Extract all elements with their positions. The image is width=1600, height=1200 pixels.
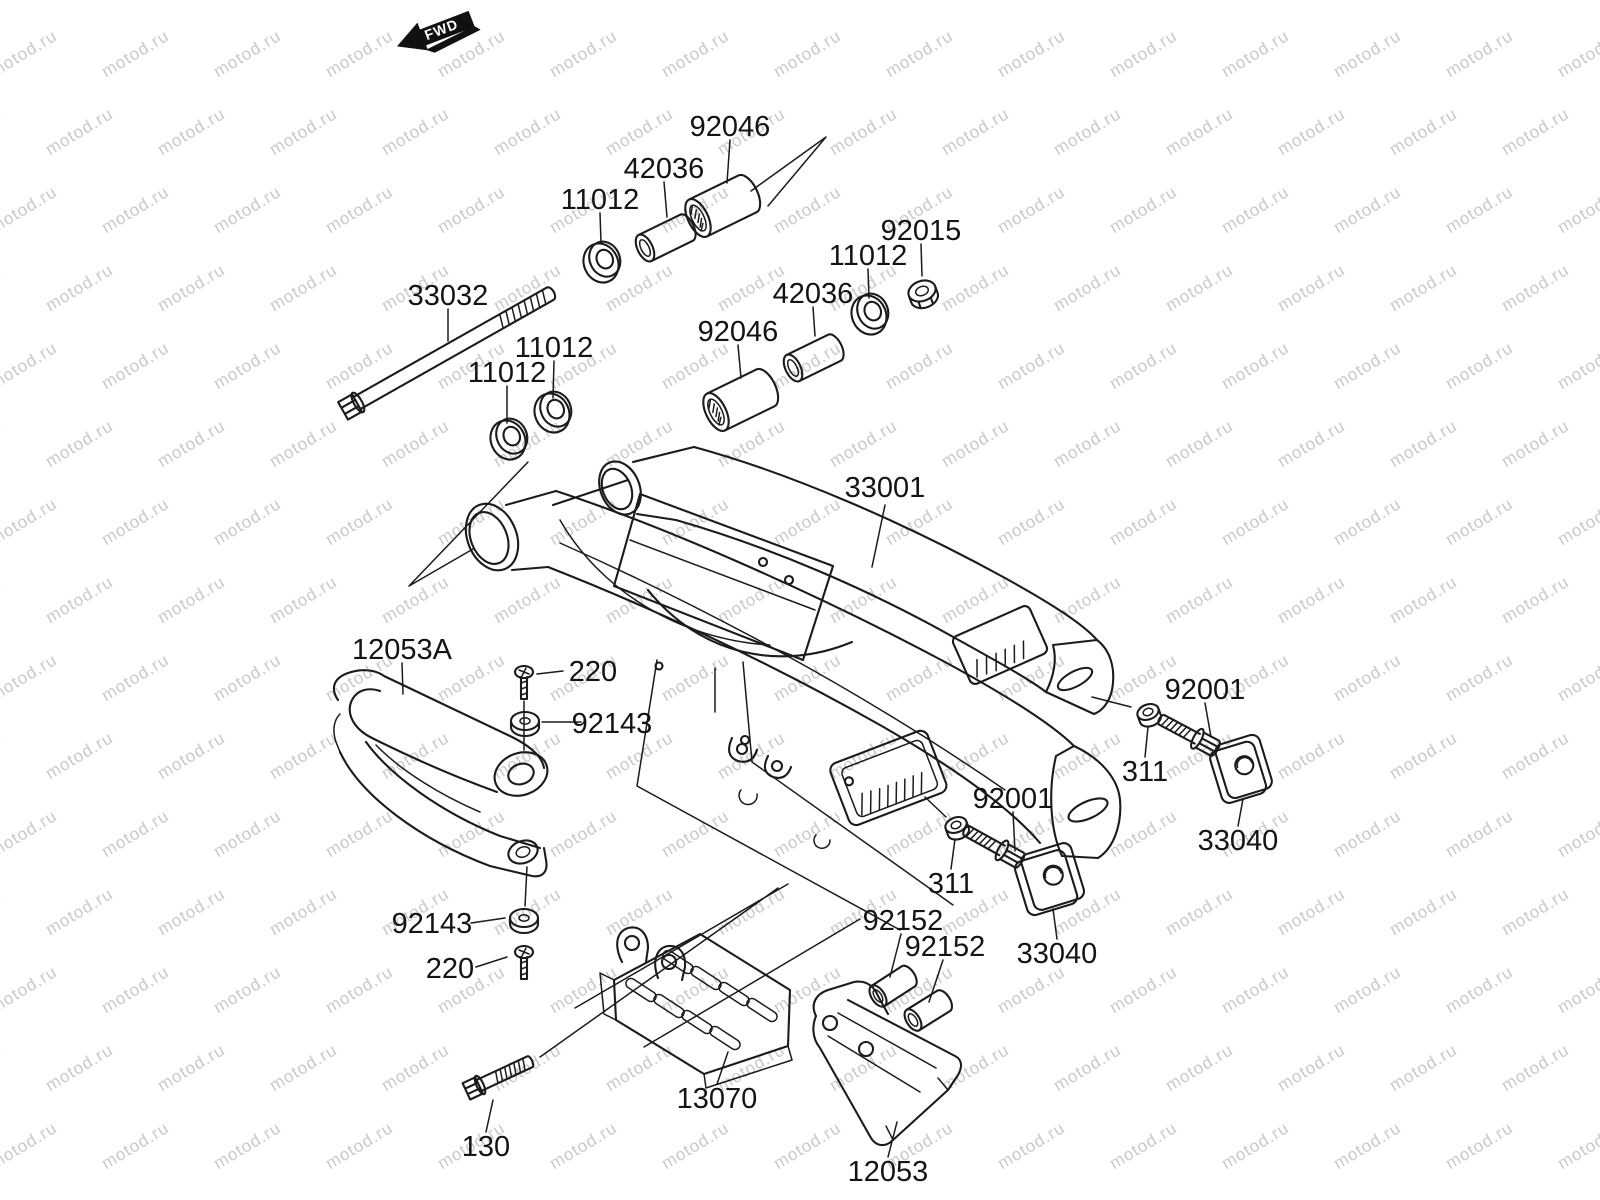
washer-92143-bottom-drawing [508, 907, 540, 935]
part-label-33001: 33001 [845, 472, 926, 504]
part-label-92015: 92015 [881, 215, 962, 247]
swingarm-inner-plate-far [951, 605, 1049, 685]
collar-92152-b-drawing [903, 989, 953, 1032]
part-label-130: 130 [462, 1131, 510, 1163]
nut-92015-drawing [907, 279, 940, 310]
part-label-11012-right: 11012 [829, 240, 908, 272]
part-label-92143-top: 92143 [572, 708, 653, 740]
part-label-92152-a: 92152 [863, 905, 944, 937]
part-label-33040-right: 33040 [1198, 825, 1279, 857]
seal-drawing-right [850, 292, 890, 336]
part-label-33032: 33032 [408, 280, 489, 312]
part-label-220-top: 220 [569, 656, 617, 688]
leader-lines [401, 139, 1244, 1158]
part-label-42036-right: 42036 [773, 278, 854, 310]
block-33040-right-drawing [1209, 733, 1273, 804]
part-label-33040-mid: 33040 [1017, 938, 1098, 970]
bearing-drawing-top [684, 173, 762, 238]
part-label-12053: 12053 [848, 1156, 929, 1188]
part-label-220-bottom: 220 [426, 953, 474, 985]
part-label-92152-b: 92152 [905, 931, 986, 963]
chain-guide-drawing [812, 980, 963, 1147]
collar-92152-a-drawing [868, 964, 918, 1008]
part-label-311-mid: 311 [928, 868, 974, 900]
washer-92143-top-drawing [509, 710, 541, 738]
chain-slider-drawing [332, 669, 549, 878]
part-label-11012-left-b: 11012 [468, 357, 547, 389]
part-label-92001-mid: 92001 [973, 783, 1054, 815]
part-label-92046-top: 92046 [690, 111, 771, 143]
screw-220-bottom-drawing [513, 944, 535, 981]
part-label-11012-left-a: 11012 [515, 332, 594, 364]
fwd-arrow: FWD [397, 10, 481, 53]
bolt-130-drawing [461, 1055, 535, 1101]
bolt-92001-mid-drawing [962, 824, 1026, 869]
collar-drawing-right [782, 333, 845, 383]
nut-311-mid-drawing [944, 815, 971, 841]
swingarm-drawing [464, 445, 1132, 860]
screw-220-top-drawing [513, 664, 535, 701]
part-label-92001-right: 92001 [1165, 674, 1246, 706]
seal-drawing-left-a [533, 390, 573, 434]
collar-drawing-top [634, 213, 697, 263]
bearing-drawing-mid [702, 367, 780, 432]
part-label-92046-mid: 92046 [698, 316, 779, 348]
section-band-lower [574, 883, 861, 1048]
part-label-311-right: 311 [1122, 756, 1168, 788]
section-zigzag [636, 659, 954, 931]
part-label-92143-bottom: 92143 [392, 908, 473, 940]
part-label-11012-top: 11012 [561, 184, 640, 216]
part-label-13070: 13070 [677, 1083, 758, 1115]
block-33040-mid-drawing [1014, 842, 1086, 917]
seal-drawing-top [582, 240, 622, 284]
assembly-arrow-pivot [408, 461, 529, 587]
chain-guard-drawing [599, 926, 793, 1089]
assembly-arrow-top [750, 136, 827, 207]
seal-drawing-left-b [489, 417, 529, 461]
part-label-12053A: 12053A [352, 634, 453, 666]
pivot-shaft-drawing [337, 286, 557, 421]
part-label-42036-top: 42036 [624, 153, 705, 185]
swingarm-inner-plate-near [829, 729, 948, 827]
